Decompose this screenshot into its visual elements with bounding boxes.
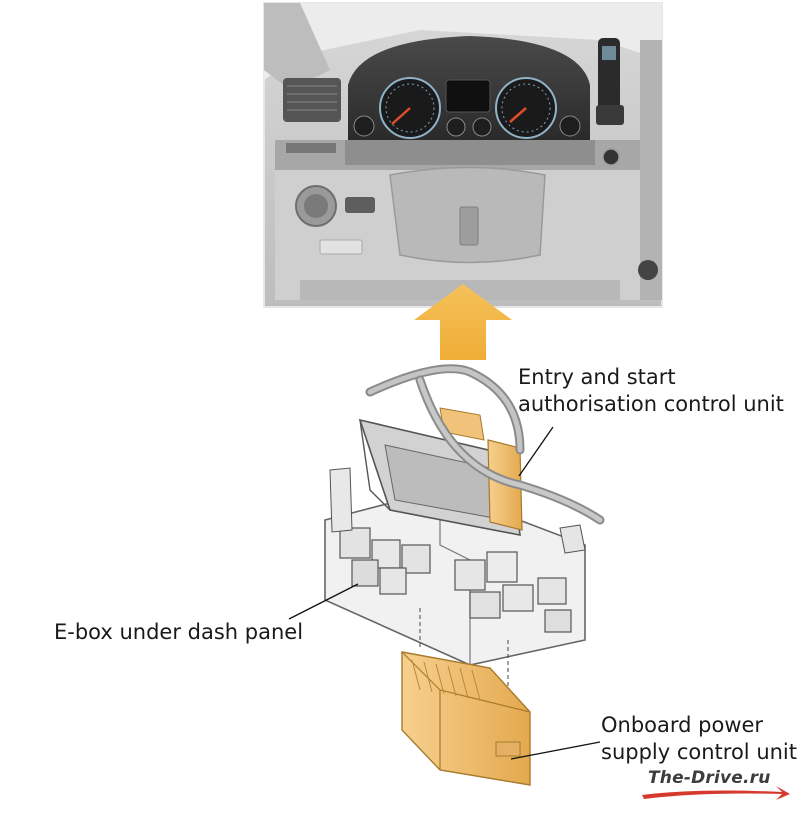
leader-onboard: [510, 741, 601, 760]
onboard-power-supply-unit: [401, 651, 531, 786]
air-vent: [283, 78, 341, 122]
dashboard-photo: [263, 2, 663, 308]
label-entry-start-unit: Entry and start authorisation control un…: [518, 364, 784, 418]
gauge-left: [379, 77, 441, 139]
label-entry-line2: authorisation control unit: [518, 392, 784, 416]
label-e-box: E-box under dash panel: [54, 620, 304, 644]
info-display: [445, 79, 491, 113]
label-onboard-line1: Onboard power: [601, 713, 764, 737]
ignition-slot: [602, 148, 620, 166]
leader-entry: [518, 426, 554, 477]
gauge-right: [495, 77, 557, 139]
leader-ebox: [288, 583, 359, 620]
watermark-text: The-Drive.ru: [648, 768, 771, 788]
label-entry-line1: Entry and start: [518, 365, 676, 389]
label-onboard-power-supply: Onboard power supply control unit: [601, 712, 797, 766]
small-gauges: [353, 115, 581, 137]
e-box-assembly: [324, 364, 605, 700]
phone: [596, 38, 624, 125]
watermark-swoosh: [642, 786, 790, 800]
arrow-up: [414, 284, 512, 360]
label-onboard-line2: supply control unit: [601, 740, 798, 764]
